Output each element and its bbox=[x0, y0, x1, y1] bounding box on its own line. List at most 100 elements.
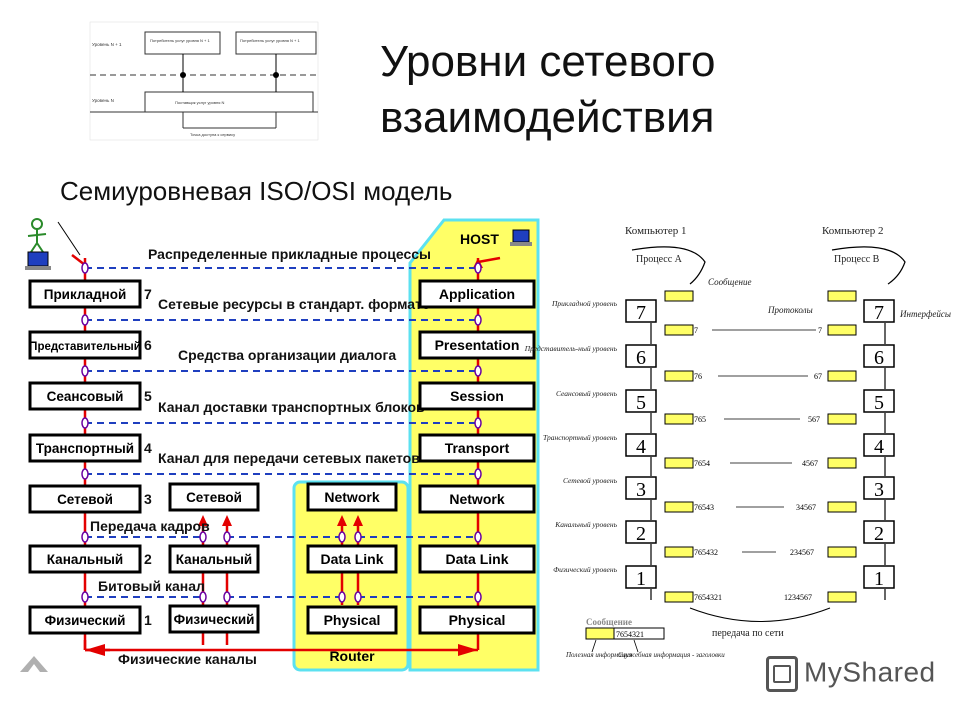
right-layer-num-7b: 7 bbox=[874, 302, 884, 324]
channel-label-8: Физические каналы bbox=[118, 651, 257, 667]
nav-arrow-icon[interactable] bbox=[18, 652, 50, 676]
right-layer-name-4: Транспортный уровень bbox=[543, 433, 618, 442]
channel-label-4: Канал доставки транспортных блоков bbox=[158, 399, 425, 415]
intermediate-layer-1: Физический bbox=[174, 612, 255, 627]
host-computer-icon bbox=[510, 229, 532, 246]
osi-network-diagram: HOST bbox=[25, 218, 540, 672]
right-layer-num-2a: 2 bbox=[636, 523, 646, 545]
hdr-right-1: 1234567 bbox=[784, 593, 812, 602]
hdr-left-4: 7654 bbox=[694, 459, 710, 468]
hdr-right-2: 234567 bbox=[790, 548, 814, 557]
hdr-left-6: 76 bbox=[694, 372, 702, 381]
layer-num-4: 4 bbox=[144, 440, 152, 456]
right-layer-name-1: Физический уровень bbox=[553, 565, 618, 574]
hdr-right-6: 67 bbox=[814, 372, 822, 381]
right-layer-num-1a: 1 bbox=[636, 568, 646, 590]
intermediate-layer-3: Сетевой bbox=[186, 490, 242, 505]
layer-ru-3: Сетевой bbox=[57, 492, 113, 507]
consumer-label-2: Потребитель услуг уровня N + 1 bbox=[240, 38, 301, 43]
protocols-label: Протоколы bbox=[767, 305, 813, 315]
hdr-right-7: 7 bbox=[818, 326, 822, 335]
watermark-text: MyShared bbox=[804, 656, 936, 688]
channel-label-3: Средства организации диалога bbox=[178, 347, 396, 363]
hdr-left-1: 7654321 bbox=[694, 593, 722, 602]
layer-num-5: 5 bbox=[144, 388, 152, 404]
layer-ru-7: Прикладной bbox=[44, 287, 127, 302]
right-layer-num-3b: 3 bbox=[874, 479, 884, 501]
right-layer-num-7a: 7 bbox=[636, 302, 646, 324]
legend-headers: 7654321 bbox=[616, 630, 644, 639]
layer-en-session: Session bbox=[450, 388, 504, 404]
layer-en-physical: Physical bbox=[449, 612, 506, 628]
legend: Сообщение 7654321 Полезная информация Сл… bbox=[565, 617, 725, 659]
layer-num-2: 2 bbox=[144, 551, 152, 567]
legend-useful: Полезная информация bbox=[565, 651, 632, 659]
right-layer-num-1b: 1 bbox=[874, 568, 884, 590]
osi-encapsulation-diagram: Компьютер 1 Компьютер 2 Процесс А Процес… bbox=[524, 225, 951, 659]
network-transfer-label: передача по сети bbox=[712, 628, 784, 639]
legend-service: Служебная информация - заголовки bbox=[618, 651, 725, 659]
layer-ru-2: Канальный bbox=[47, 552, 123, 567]
computer1-label: Компьютер 1 bbox=[625, 225, 686, 237]
legend-message-label: Сообщение bbox=[586, 617, 632, 627]
channel-label-7: Битовый канал bbox=[98, 578, 205, 594]
hdr-left-7: 7 bbox=[694, 326, 698, 335]
right-layer-name-7: Прикладной уровень bbox=[551, 299, 618, 308]
level-n1-label: Уровень N + 1 bbox=[92, 42, 122, 47]
layer-en-application: Application bbox=[439, 286, 515, 302]
layer-en-transport: Transport bbox=[445, 440, 510, 456]
process-a-label: Процесс А bbox=[636, 254, 683, 265]
hdr-right-3: 34567 bbox=[796, 503, 816, 512]
layer-num-7: 7 bbox=[144, 286, 152, 302]
hdr-right-5: 567 bbox=[808, 415, 820, 424]
right-layer-num-5a: 5 bbox=[636, 392, 646, 414]
watermark: MyShared bbox=[766, 656, 936, 692]
host-label: HOST bbox=[460, 231, 499, 247]
channel-label-2: Сетевые ресурсы в стандарт. формате bbox=[158, 296, 430, 312]
right-layer-num-3a: 3 bbox=[636, 479, 646, 501]
channel-label-1: Распределенные прикладные процессы bbox=[148, 246, 431, 262]
connection-points bbox=[81, 262, 482, 603]
right-layer-name-6: Представитель-ный уровень bbox=[524, 344, 618, 353]
right-layer-num-6a: 6 bbox=[636, 347, 646, 369]
layer-num-6: 6 bbox=[144, 337, 152, 353]
layer-ru-1: Физический bbox=[45, 613, 126, 628]
right-layer-num-4b: 4 bbox=[874, 436, 884, 458]
layer-number-boxes: 7 7 6 6 5 5 4 4 3 3 2 2 1 1 bbox=[625, 299, 895, 590]
hdr-left-3: 76543 bbox=[694, 503, 714, 512]
channel-lines bbox=[85, 267, 478, 598]
level-n-label: Уровень N bbox=[92, 98, 114, 103]
channel-label-5: Канал для передачи сетевых пакетов bbox=[158, 450, 420, 466]
right-layer-num-6b: 6 bbox=[874, 347, 884, 369]
layer-ru-4: Транспортный bbox=[36, 441, 134, 456]
myshared-logo-icon bbox=[766, 656, 798, 692]
interfaces-label: Интерфейсы bbox=[899, 309, 951, 319]
layer-en-datalink: Data Link bbox=[445, 551, 508, 567]
consumer-label-1: Потребитель услуг уровня N + 1 bbox=[150, 38, 211, 43]
interface-arrows bbox=[650, 323, 886, 600]
layer-en-presentation: Presentation bbox=[435, 337, 520, 353]
layer-num-1: 1 bbox=[144, 612, 152, 628]
message-label: Сообщение bbox=[708, 277, 751, 287]
access-point-label: Точка доступа к сервису bbox=[190, 132, 235, 137]
channel-label-6: Передача кадров bbox=[90, 518, 210, 534]
computer2-label: Компьютер 2 bbox=[822, 225, 883, 237]
encapsulation-rows bbox=[664, 290, 857, 603]
right-layer-num-2b: 2 bbox=[874, 523, 884, 545]
hdr-left-2: 765432 bbox=[694, 548, 718, 557]
service-diagram: Уровень N + 1 Уровень N Потребитель услу… bbox=[89, 21, 319, 141]
hdr-left-5: 765 bbox=[694, 415, 706, 424]
user-computer-icon bbox=[25, 218, 81, 270]
router-layer-physical: Physical bbox=[324, 612, 381, 628]
layer-en-network: Network bbox=[449, 491, 504, 507]
layer-ru-6: Представительный bbox=[29, 341, 141, 353]
right-layer-name-5: Сеансовый уровень bbox=[556, 389, 618, 398]
layer-num-3: 3 bbox=[144, 491, 152, 507]
router-layer-datalink: Data Link bbox=[320, 551, 383, 567]
router-layer-network: Network bbox=[324, 489, 379, 505]
router-label: Router bbox=[329, 648, 375, 664]
right-layer-num-4a: 4 bbox=[636, 436, 646, 458]
right-layer-name-2: Канальный уровень bbox=[554, 520, 617, 529]
process-b-label: Процесс В bbox=[834, 254, 880, 265]
